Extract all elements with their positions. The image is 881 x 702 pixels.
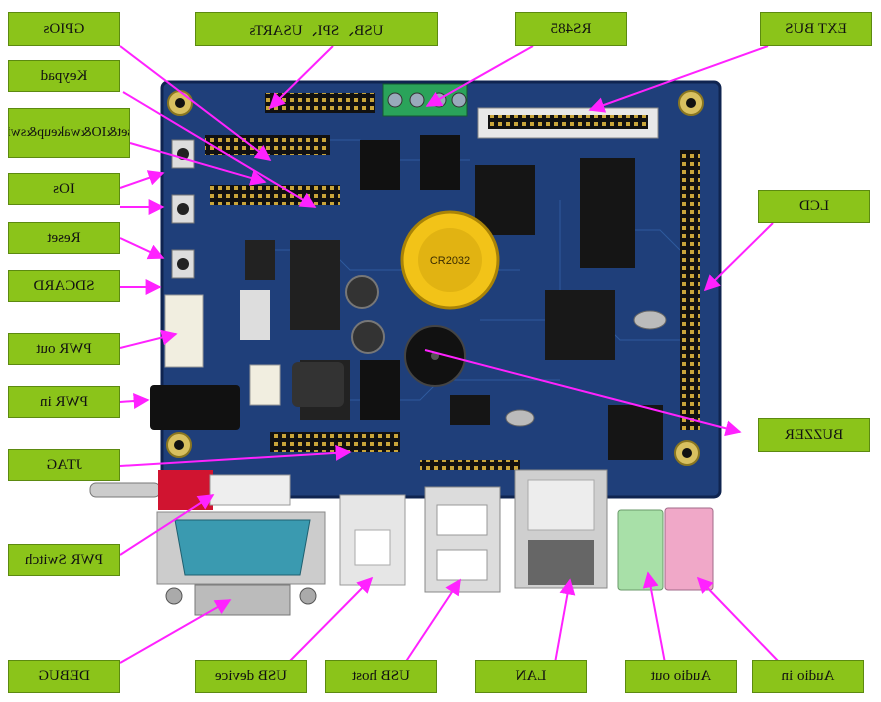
usb-host-slot-2 (436, 549, 488, 581)
label-usb-device: USB device (195, 660, 307, 693)
push-buttons (171, 139, 195, 279)
label-usb-spi-usarts: USB、SPI、USARTs (195, 12, 438, 46)
lan-jack (514, 469, 608, 589)
label-pwr-out: PWR out (8, 333, 120, 365)
label-jtag: JTAG (8, 449, 120, 481)
pwr-out-connector (164, 294, 204, 368)
audio-out-jack (617, 509, 664, 591)
label-audio-out: Audio out (625, 660, 737, 693)
rs485-terminal (382, 83, 468, 117)
crystal-1 (505, 409, 535, 427)
ext-bus-connector (477, 107, 659, 139)
label-rs485: RS485 (515, 12, 627, 46)
label-pwr-switch: PWR Switch (8, 544, 120, 576)
battery-text: CR2032 (430, 255, 470, 267)
label-keypad: Keypad (8, 60, 120, 92)
coin-battery: CR2032 (400, 210, 500, 310)
db9-connector (156, 511, 326, 616)
label-gpios: GPIOs (8, 12, 120, 46)
label-pwr-in: PWR in (8, 386, 120, 418)
inductor (292, 362, 344, 407)
usb-device-socket (354, 529, 391, 566)
small-connector (249, 364, 281, 406)
power-switch (89, 470, 291, 510)
label-usb-host: USB host (325, 660, 437, 693)
label-buzzer: BUZZER (758, 418, 870, 452)
label-sdcard: SDCARD (8, 270, 120, 302)
label-lan: LAN (475, 660, 587, 693)
callout-arrows (119, 45, 781, 664)
crystal-2 (633, 310, 667, 330)
ic-chips (240, 135, 663, 460)
power-jack (150, 385, 240, 430)
label-ext-bus: EXT BUS (760, 12, 872, 46)
label-ios: IOs (8, 173, 120, 205)
label-audio-in: Audio in (752, 660, 864, 693)
capacitors (345, 275, 385, 354)
label-lcd: LCD (758, 190, 870, 223)
audio-in-jack (664, 507, 714, 591)
buzzer (404, 325, 466, 387)
label-reset: Reset (8, 222, 120, 254)
label-debug: DEBUG (8, 660, 120, 693)
label-wakeup-switch: Reset&IO&wakeup&switch (8, 108, 130, 158)
usb-host-slot-1 (436, 504, 488, 536)
